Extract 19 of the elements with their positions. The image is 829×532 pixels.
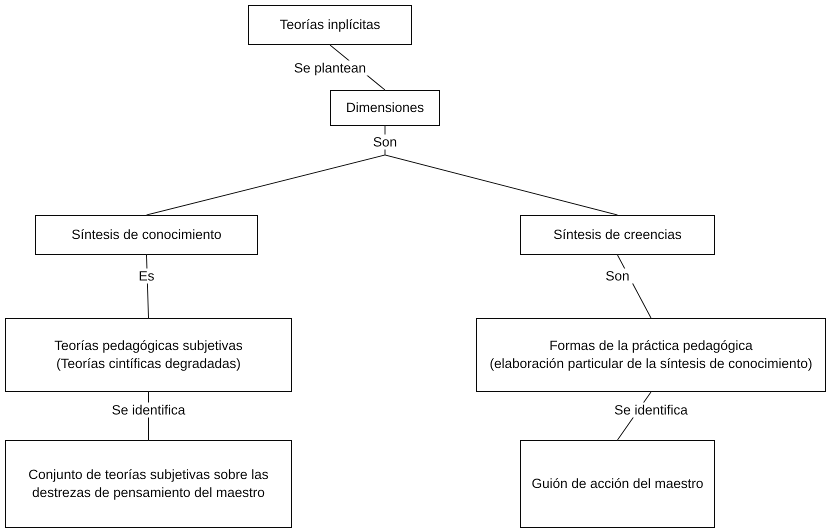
- concept-text: Conjunto de teorías subjetivas sobre las destrezas de pensamiento del maestro: [27, 466, 270, 502]
- concept-text: (elaboración particular de la síntesis de conocimiento): [490, 355, 812, 373]
- concept-text: Guión de acción del maestro: [532, 475, 704, 493]
- concept-text: Teorías pedagógicas subjetivas: [54, 337, 243, 355]
- connector-line: [146, 254, 149, 318]
- concept-box: [476, 318, 826, 392]
- concept-box: [35, 215, 258, 255]
- concept-box: [520, 215, 715, 255]
- concept-box: [5, 440, 292, 528]
- concept-box: [330, 90, 440, 126]
- concept-box: [5, 318, 292, 392]
- concept-text: Dimensiones: [346, 99, 424, 117]
- concept-text: Teorías inplícitas: [280, 16, 380, 34]
- concept-text: Síntesis de conocimiento: [71, 226, 222, 244]
- concept-box: [248, 5, 412, 45]
- concept-box: [520, 440, 715, 528]
- concept-text: (Teorías cintíficas degradadas): [56, 355, 241, 373]
- concept-text: Formas de la práctica pedagógica: [549, 337, 753, 355]
- concept-text: Síntesis de creencias: [553, 226, 682, 244]
